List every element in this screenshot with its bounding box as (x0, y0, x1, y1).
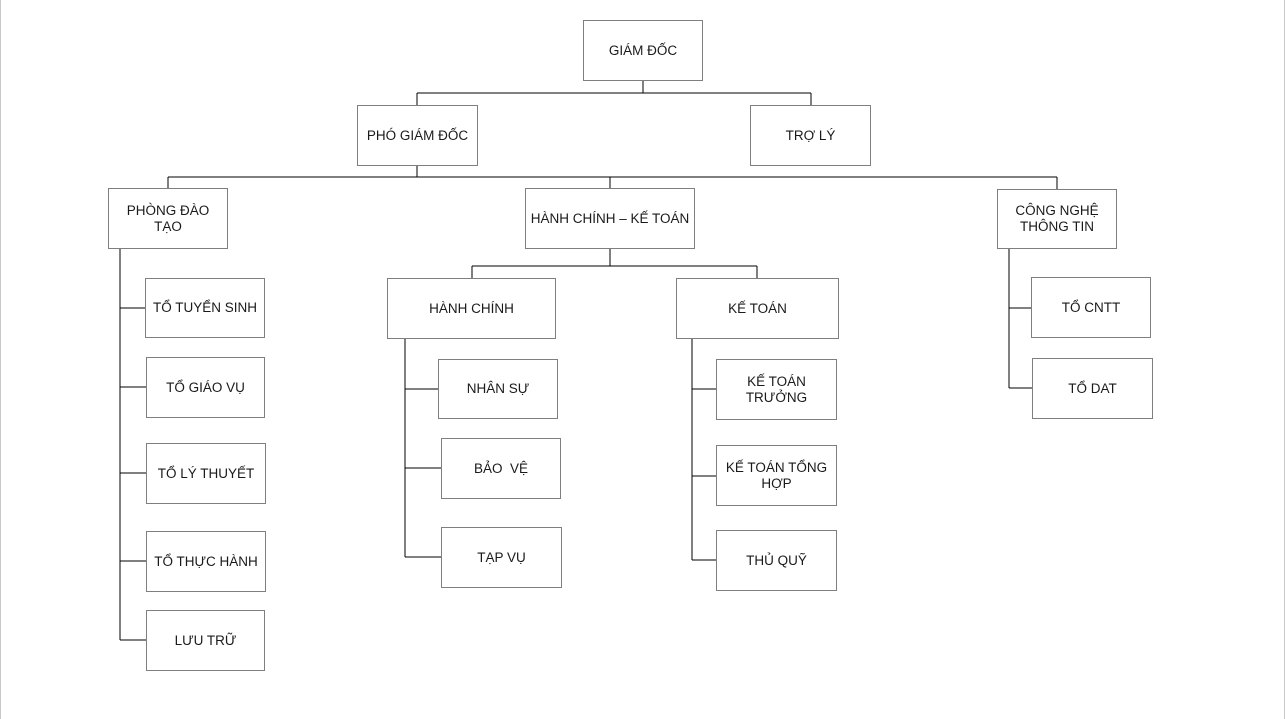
box-unit-label: TỔ DAT (1068, 380, 1117, 396)
box-thu-quy: THỦ QUỸ (716, 530, 837, 591)
box-unit-label: TỔ TUYỂN SINH (152, 300, 257, 315)
box-phong-dao-tao: PHÒNG ĐÀO TẠO (108, 188, 228, 249)
box-to-thuc-hanh: TỔ THỰC HÀNH (146, 531, 266, 592)
box-pho-giam-doc-label: PHÓ GIÁM ĐỐC (366, 127, 469, 143)
box-tro-ly-label: TRỢ LÝ (785, 127, 836, 143)
box-unit-label: KẾ TOÁN TỔNG HỢP (725, 459, 828, 491)
box-unit-label: TẠP VỤ (477, 549, 526, 565)
box-to-dat: TỔ DAT (1032, 358, 1153, 419)
box-hanh-chinh-label: HÀNH CHÍNH (429, 300, 514, 316)
box-giam-doc: GIÁM ĐỐC (583, 20, 703, 81)
box-bao-ve: BẢO VỆ (441, 438, 561, 499)
box-hanh-chinh-ke-toan: HÀNH CHÍNH – KẾ TOÁN (525, 188, 695, 249)
box-ke-toan-tong-hop: KẾ TOÁN TỔNG HỢP (716, 445, 837, 506)
box-unit-label: TỔ THỰC HÀNH (154, 553, 258, 569)
box-cong-nghe-thong-tin: CÔNG NGHỆ THÔNG TIN (997, 189, 1117, 249)
box-unit-label: TỔ GIÁO VỤ (166, 379, 245, 395)
box-hanh-chinh: HÀNH CHÍNH (387, 278, 556, 339)
box-giam-doc-label: GIÁM ĐỐC (608, 42, 678, 58)
box-tap-vu: TẠP VỤ (441, 527, 562, 588)
box-unit-label: THỦ QUỸ (746, 552, 807, 568)
box-ke-toan-truong: KẾ TOÁN TRƯỞNG (716, 359, 837, 420)
box-cong-nghe-thong-tin-label: CÔNG NGHỆ THÔNG TIN (1015, 203, 1099, 234)
box-hanh-chinh-ke-toan-label: HÀNH CHÍNH – KẾ TOÁN (530, 210, 690, 226)
box-unit-label: BẢO VỆ (473, 460, 529, 476)
box-to-cntt: TỔ CNTT (1031, 277, 1151, 338)
box-nhan-su: NHÂN SỰ (438, 359, 558, 419)
box-ke-toan: KẾ TOÁN (676, 278, 839, 339)
box-luu-tru: LƯU TRỮ (146, 610, 265, 671)
box-unit-label: TỔ CNTT (1061, 299, 1121, 315)
box-unit-label: TỔ LÝ THUYẾT (157, 465, 255, 481)
box-to-tuyen-sinh: TỔ TUYỂN SINH (145, 278, 265, 338)
box-phong-dao-tao-label: PHÒNG ĐÀO TẠO (126, 202, 210, 234)
box-to-giao-vu: TỔ GIÁO VỤ (146, 357, 265, 418)
box-to-ly-thuyet: TỔ LÝ THUYẾT (146, 443, 266, 504)
box-unit-label: KẾ TOÁN TRƯỞNG (745, 373, 808, 405)
box-tro-ly: TRỢ LÝ (750, 105, 871, 166)
box-unit-label: LƯU TRỮ (174, 632, 237, 648)
box-pho-giam-doc: PHÓ GIÁM ĐỐC (357, 105, 478, 166)
box-ke-toan-label: KẾ TOÁN (728, 300, 787, 316)
box-unit-label: NHÂN SỰ (466, 381, 530, 396)
